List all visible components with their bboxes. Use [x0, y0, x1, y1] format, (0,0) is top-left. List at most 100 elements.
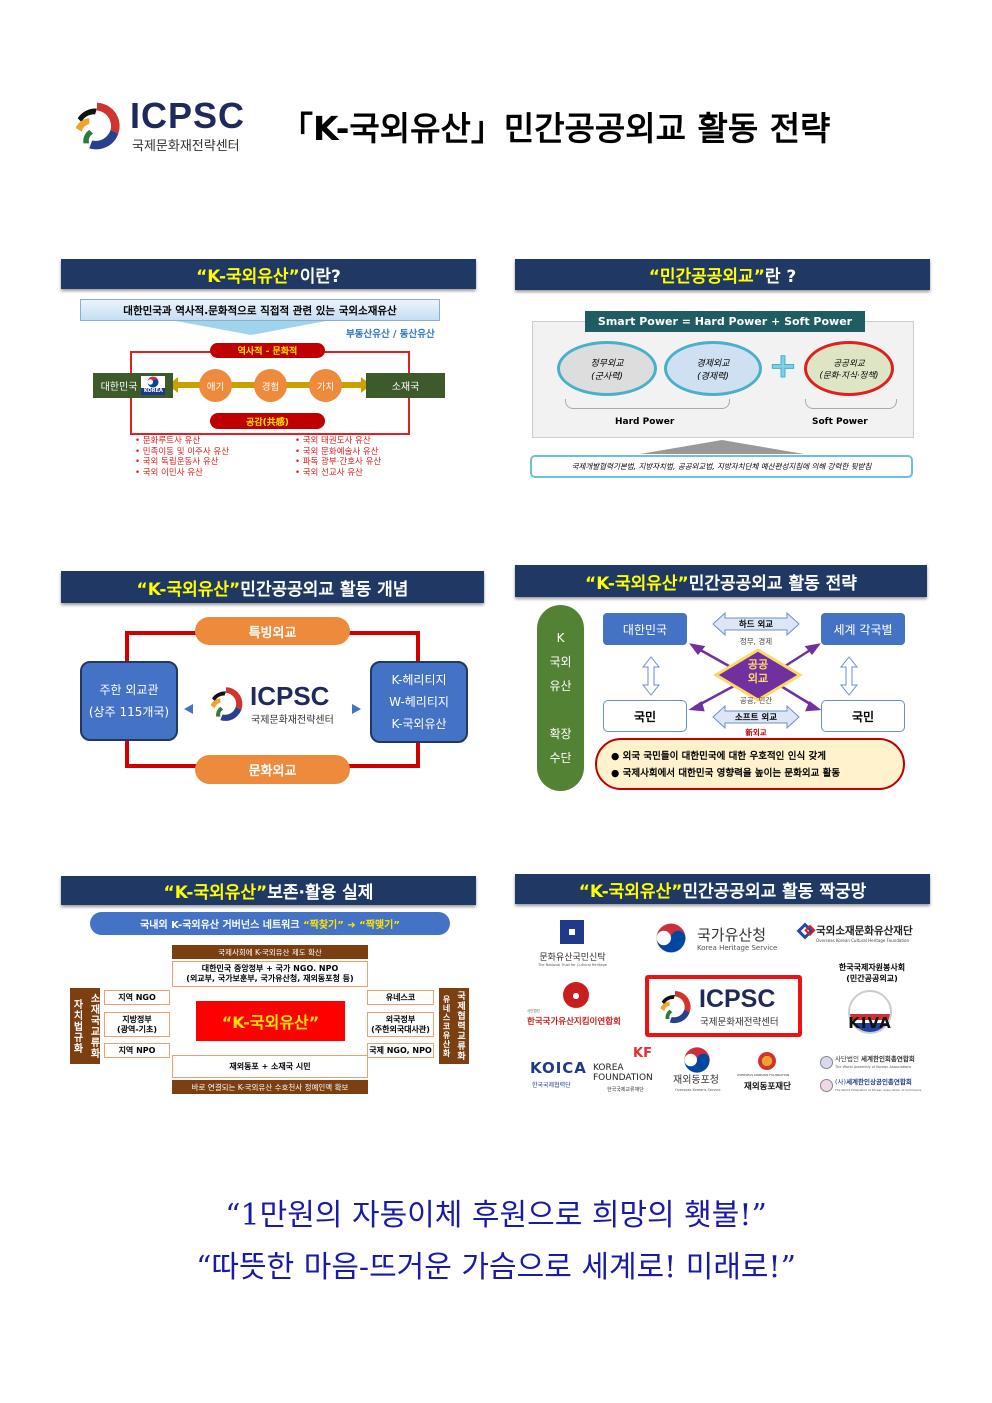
host-country-box: 소재국: [366, 373, 445, 398]
okf-logo-icon: [758, 1052, 776, 1070]
panel-k-heritage-definition: “K-국외유산”이란? 대한민국과 역사적.문화적으로 직접적 관련 있는 국외…: [61, 259, 476, 484]
central-gov-box: 대한민국 중앙정부 + 국가 NGO. NPO(외교부, 국가보훈부, 국가유산…: [172, 961, 368, 987]
trust-logo-icon: [560, 920, 584, 944]
side-text: 국외: [549, 655, 572, 669]
bottom-bar: 바로 연결되는 K-국외유산 수호천사 정예인맥 확보: [172, 1080, 368, 1094]
partner-guardians: 한국국가유산지킴이연합회: [527, 1017, 621, 1027]
ellipse-sub: (문화·지식·정책): [819, 370, 879, 381]
arrow-left-icon: [184, 704, 193, 714]
funnel-shape: [176, 321, 326, 335]
korea-flag-icon: KOREA: [141, 376, 166, 395]
partner-wak: 사단법인 세계한인회총연합회: [835, 1055, 915, 1063]
public-diplomacy-diamond: [713, 648, 803, 702]
overseas-koreans-service-icon: [683, 1046, 711, 1074]
vertical-arrow: [641, 656, 661, 696]
hard-power-label: Hard Power: [615, 417, 675, 427]
korea-box: 대한민국: [603, 613, 687, 645]
partner-khs: 국가유산청: [697, 926, 767, 944]
legal-basis-box: 국제개발협력기본법, 지방자치법, 공공외교법, 지방자치단체 예산편성지침에 …: [530, 455, 913, 478]
circle-story: 애기: [199, 369, 232, 402]
heritage-types: 부동산유산 / 동산유산: [346, 329, 435, 340]
slogan-future: “따뜻한 마음-뜨거운 가슴으로 세계로! 미래로!”: [196, 1250, 796, 1285]
panel-title-highlight: “K-국외유산”: [136, 579, 241, 600]
logo-brand: ICPSC: [699, 985, 776, 1013]
political-diplomacy-ellipse: 정무외교(군사력): [557, 341, 657, 396]
korea-box: 대한민국 KOREA: [93, 373, 173, 398]
partner-kf: KOREA FOUNDATION: [593, 1063, 653, 1083]
panel-title-highlight: “K-국외유산”: [578, 881, 683, 902]
smart-power-banner: Smart Power = Hard Power + Soft Power: [585, 311, 865, 332]
kiva-logo-icon: [848, 990, 892, 1034]
local-npo-box: 지역 NPO: [104, 1043, 170, 1058]
korea-flag-label: KOREA: [141, 388, 166, 395]
goal-text: 국제사회에서 대한민국 영향력을 높이는 문화외교 활동: [622, 768, 841, 779]
korea-heritage-service-icon: [655, 922, 687, 954]
panel-activity-concept: “K-국외유산” 민간공공외교 활동 개념 특빙외교 문화외교 주한 외교관(상…: [61, 571, 484, 796]
history-culture-pill: 역사적 - 문화적: [210, 343, 325, 358]
foreign-gov-box: 외국정부 (주한외국대사관): [367, 1012, 434, 1037]
partner-trust: 문화유산국민신탁: [539, 953, 606, 963]
ellipse-label: 경제외교: [696, 358, 730, 369]
list-item: 문화루트사 유산: [135, 436, 229, 447]
panel-public-diplomacy-definition: “민간공공외교” 란 ? Smart Power = Hard Power + …: [515, 259, 930, 484]
icpsc-swirl-icon: [205, 683, 247, 725]
partner-okf: 재외동포재단: [744, 1082, 791, 1092]
circle-experience: 경험: [254, 369, 287, 402]
new-diplomacy-label: 新외교: [745, 728, 767, 737]
goal-item: ● 외국 국민들이 대한민국에 대한 우호적인 인식 갖게: [611, 751, 826, 762]
partner-koica: KOICA: [530, 1059, 587, 1077]
plus-icon: +: [768, 346, 798, 387]
soft-diplomacy-sub: 공공, 민간: [739, 696, 773, 705]
heritage-item: K-국외유산: [391, 717, 447, 731]
icpsc-highlight-box: ICPSC 국제문화재전략센터: [645, 975, 802, 1037]
okchf-logo-icon: [796, 922, 816, 940]
panel-title-highlight: “K-국외유산”: [163, 883, 268, 903]
partner-koica-kr: 한국국제협력단: [532, 1082, 571, 1089]
goal-text: 외국 국민들이 대한민국에 대한 우호적인 인식 갖게: [622, 751, 826, 762]
unesco-box: 유네스코: [367, 990, 434, 1005]
logo-brand: ICPSC: [250, 681, 330, 711]
arrow-right-icon: [352, 704, 361, 714]
goals-box: ● 외국 국민들이 대한민국에 대한 우호적인 인식 갖게 ● 국제사회에서 대…: [595, 738, 905, 790]
ellipse-label: 정무외교: [590, 358, 624, 369]
box-text: 대한민국 중앙정부 + 국가 NGO. NPO: [201, 964, 339, 973]
partner-wfkc-en: The World Federation of Korean Associati…: [835, 1088, 922, 1092]
panel-title: 란 ?: [764, 267, 797, 287]
header-logo: ICPSC 국제문화재전략센터: [68, 95, 248, 155]
arrow-left-icon: [168, 377, 178, 393]
list-item: 국외 이민사 유산: [135, 468, 229, 479]
world-countries-box: 세계 각국별: [821, 613, 905, 645]
logo-sub: 국제문화재전략센터: [700, 1017, 779, 1028]
empathy-pill: 공감(共感): [210, 413, 325, 429]
hard-diplomacy-arrow: [712, 611, 800, 637]
wak-name: 세계한인회총연합회: [861, 1055, 915, 1063]
diplomats-count: (상주 115개국): [88, 705, 170, 719]
icpsc-logo: ICPSC 국제문화재전략센터: [205, 681, 340, 727]
wak-logo-icon: [820, 1056, 833, 1069]
partner-okchf-en: Overseas Korean Cultural Heritage Founda…: [816, 938, 909, 943]
list-item: 민족이동 및 이주사 유산: [135, 447, 229, 458]
partner-kiva: KIVA: [848, 1014, 892, 1032]
intl-ngo-box: 국제 NGO, NPO: [367, 1043, 434, 1058]
panel-title: 민간공공외교 활동 짝궁망: [682, 881, 867, 902]
list-item: 국외 선교사 유산: [295, 468, 381, 479]
hard-brace: [565, 399, 730, 409]
heritage-list-left: 문화루트사 유산민족이동 및 이주사 유산국외 독립운동사 유산국외 이민사 유…: [135, 436, 229, 478]
panel-title-highlight: “K-국외유산”: [196, 266, 300, 287]
partner-wak-en: The World Assembly of Korean Association…: [835, 1065, 912, 1069]
side-text: K: [556, 631, 565, 645]
partner-kiva-name: 한국국제자원봉사회 (민간공공외교): [838, 963, 906, 983]
banner-text: 국내외 K-국외유산 거버넌스 네트워크: [140, 920, 300, 931]
panel-title: 이란?: [299, 266, 341, 287]
wak-pre: 사단법인: [835, 1055, 859, 1063]
list-item: 국외 독립운동사 유산: [135, 457, 229, 468]
heritage-item: K-헤리티지: [391, 673, 447, 687]
box-text: (외교부, 국가보훈부, 국가유산청, 재외동포청 등): [186, 974, 354, 983]
logo-sub: 국제문화재전략센터: [251, 715, 334, 726]
partner-trust-en: The National Trust for Cultural Heritage: [538, 963, 607, 967]
partner-okchf: 국외소재문화유산재단: [816, 925, 913, 937]
col-text: 유네스코유산화: [442, 994, 451, 1058]
list-item: 파독 광부·간호사 유산: [295, 457, 382, 468]
